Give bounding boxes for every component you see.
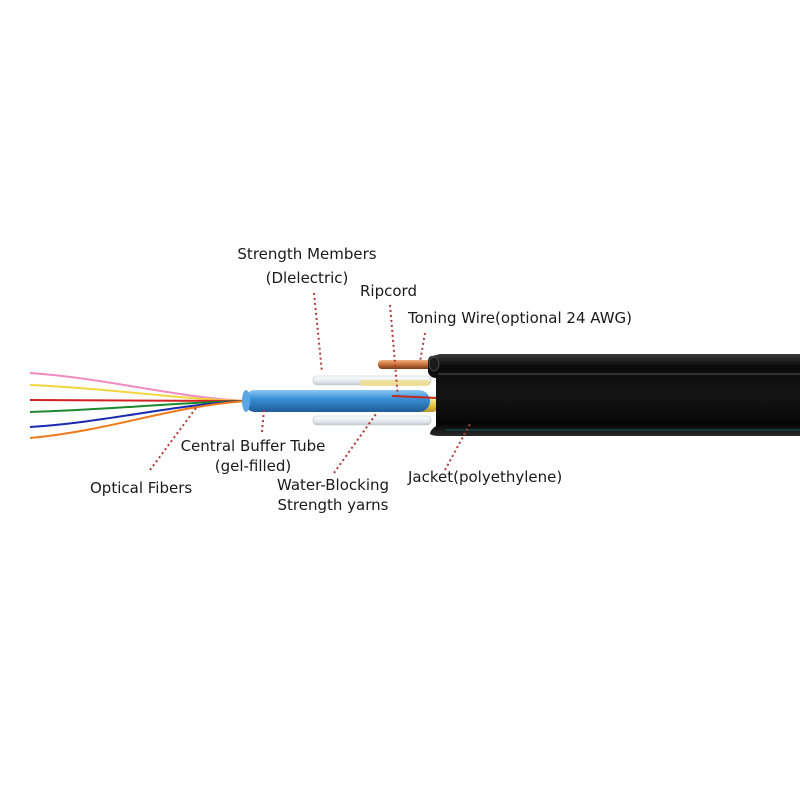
label-jacket: Jacket(polyethylene) bbox=[408, 468, 563, 486]
ripcord bbox=[391, 395, 439, 399]
buffer-tube-end bbox=[242, 390, 250, 412]
label-ripcord: Ripcord bbox=[360, 282, 417, 300]
label-water-blocking-line2: Strength yarns bbox=[277, 495, 389, 514]
optical-fiber-strand bbox=[29, 399, 247, 402]
leader-water-blocking bbox=[333, 413, 377, 474]
label-optical-fibers: Optical Fibers bbox=[90, 479, 193, 497]
label-water-blocking: Water-Blocking Strength yarns bbox=[277, 476, 389, 515]
label-central-buffer-tube-line2: (gel-filled) bbox=[214, 456, 292, 475]
jacket bbox=[428, 354, 800, 436]
label-water-blocking-line1: Water-Blocking bbox=[276, 476, 390, 494]
label-central-buffer-tube-line1: Central Buffer Tube bbox=[180, 437, 326, 455]
toning-wire bbox=[378, 360, 438, 369]
label-central-buffer-tube: Central Buffer Tube (gel-filled) bbox=[181, 437, 326, 476]
leader-ripcord bbox=[389, 304, 399, 399]
optical-fiber-strand bbox=[29, 400, 247, 413]
label-strength-members-line2: (Dlelectric) bbox=[265, 268, 349, 287]
leader-strength-members bbox=[313, 292, 323, 373]
label-toning-wire: Toning Wire(optional 24 AWG) bbox=[408, 309, 633, 327]
optical-fibers bbox=[29, 372, 247, 439]
toning-wire-jacket-end bbox=[428, 356, 440, 372]
yarn-strand bbox=[360, 380, 430, 386]
leader-toning-wire bbox=[419, 332, 426, 363]
leader-lines bbox=[149, 292, 471, 474]
optical-fiber-strand bbox=[29, 384, 247, 402]
leader-jacket bbox=[444, 423, 471, 471]
strength-member-lower bbox=[312, 415, 432, 426]
leader-buffer-tube bbox=[261, 409, 265, 433]
label-strength-members: Strength Members (Dlelectric) bbox=[237, 245, 376, 288]
label-strength-members-line1: Strength Members bbox=[237, 245, 377, 263]
optical-fiber-strand bbox=[29, 400, 247, 439]
central-buffer-tube bbox=[244, 390, 430, 412]
